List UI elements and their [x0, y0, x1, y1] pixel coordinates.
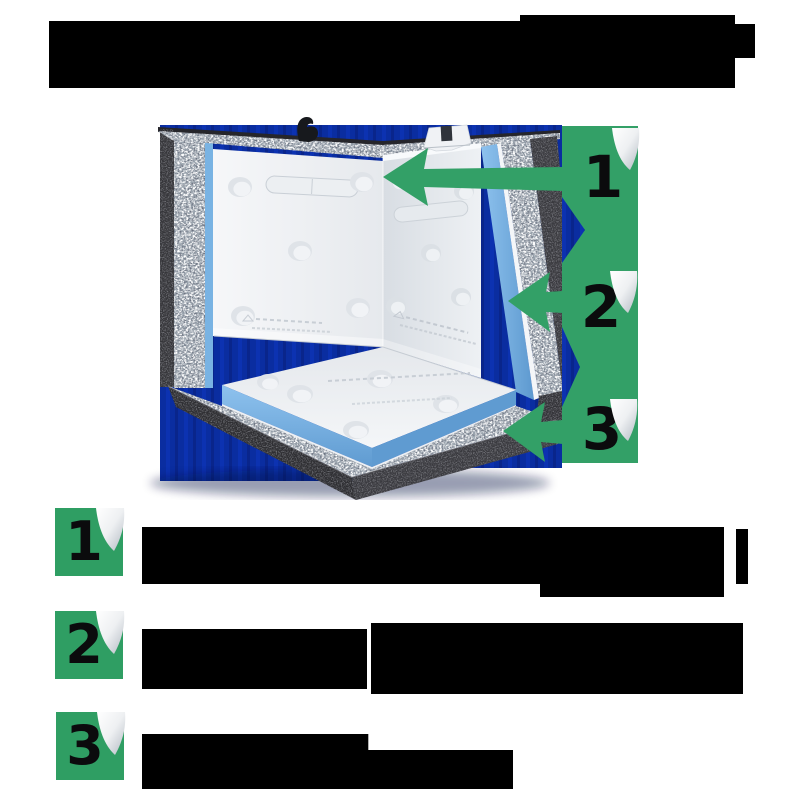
left-wall-panel — [213, 149, 383, 347]
legend-text-redacted-2b — [371, 623, 743, 694]
top-cross-section — [158, 127, 560, 158]
legend-number-2: 2 — [65, 613, 103, 676]
left-wall-dimples — [228, 172, 374, 326]
legend-text-redacted-1b — [540, 584, 724, 597]
page-curl-icon — [96, 611, 125, 654]
page-curl-icons — [610, 128, 640, 441]
legend-number-1: 1 — [65, 510, 103, 573]
page-curl-icon — [97, 712, 126, 755]
embossed-text-left — [241, 314, 333, 333]
title-redacted-text — [49, 15, 755, 88]
arrow-3-icon — [503, 402, 563, 462]
panel-top-tab — [423, 124, 472, 152]
arrow-2-icon — [508, 272, 563, 332]
arrow-1-icon — [383, 148, 563, 206]
embossed-text-floor — [327, 372, 471, 405]
legend-text-redacted-1 — [142, 527, 724, 584]
page-curl-icon — [96, 508, 125, 551]
legend-badge-2: 2 — [55, 611, 125, 679]
callout-band: 1 2 3 — [383, 126, 640, 463]
legend-text-redacted-2 — [142, 629, 367, 689]
panel-clip-icon — [297, 116, 318, 142]
callout-number-1: 1 — [583, 143, 623, 211]
legend-text-redacted-1c — [736, 529, 748, 584]
legend-badge-3: 3 — [56, 712, 126, 780]
embossed-text-right — [392, 310, 476, 345]
legend-badge-1: 1 — [55, 508, 125, 576]
right-wall-panel — [383, 124, 481, 378]
floor-panel — [213, 335, 517, 471]
legend-number-3: 3 — [66, 714, 104, 777]
left-wall-cross-section — [160, 129, 213, 388]
